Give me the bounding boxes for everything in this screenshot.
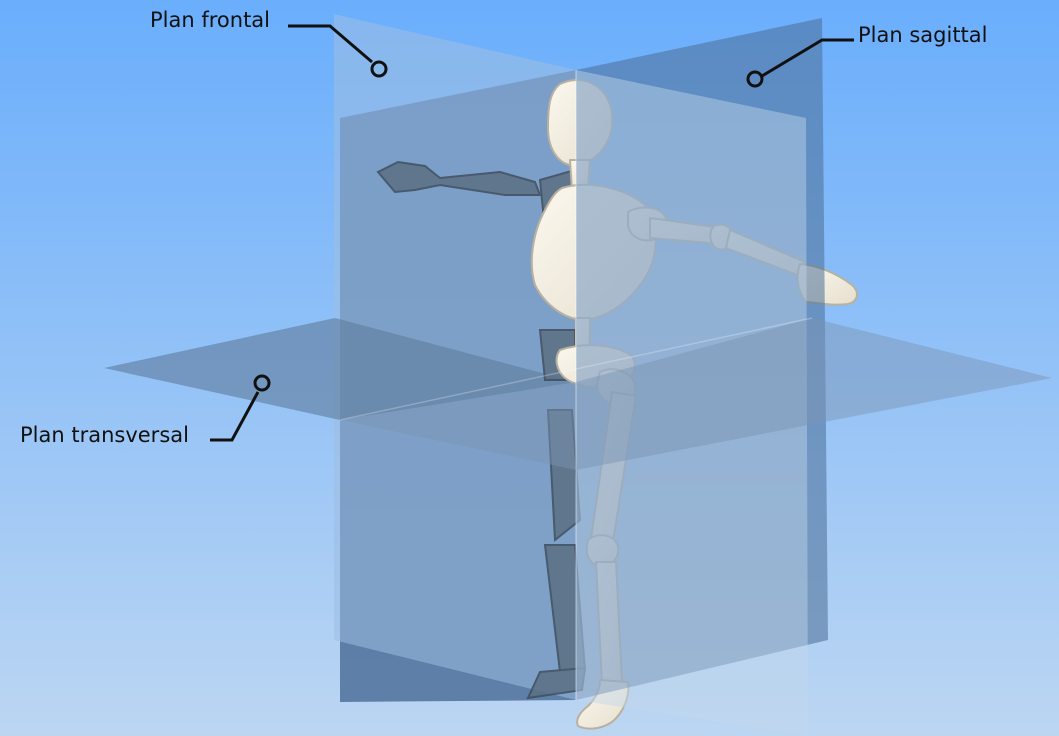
- frontal-plane-label: Plan frontal: [150, 8, 270, 32]
- transversal-plane-label: Plan transversal: [20, 423, 189, 447]
- sagittal-plane-label: Plan sagittal: [858, 23, 988, 47]
